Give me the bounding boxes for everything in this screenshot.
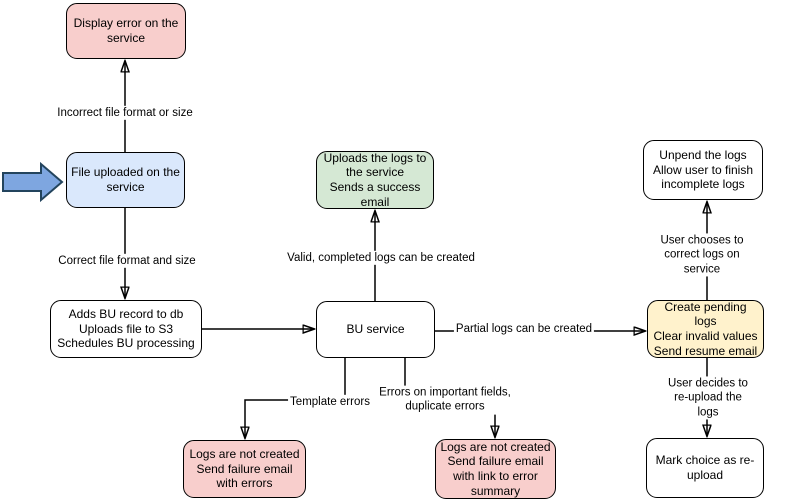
node-mark-reupload: Mark choice as re- upload <box>646 438 764 498</box>
node-bu-service: BU service <box>316 301 435 358</box>
node-success-email: Uploads the logs to the service Sends a … <box>316 151 434 209</box>
edge-label-template-errors: Template errors <box>288 394 372 410</box>
edge-label-user-reupload: User decides to re-upload the logs <box>661 376 755 420</box>
edge-label-correct-format: Correct file format and size <box>56 253 198 269</box>
node-file-uploaded: File uploaded on the service <box>66 152 185 208</box>
node-logs-not-created-errors: Logs are not created Send failure email … <box>183 440 306 498</box>
node-logs-not-created-summary: Logs are not created Send failure email … <box>435 439 556 499</box>
edge-label-incorrect-format: Incorrect file format or size <box>55 105 195 121</box>
node-adds-bu-record: Adds BU record to db Uploads file to S3 … <box>50 300 202 358</box>
edge-label-user-correct: User chooses to correct logs on service <box>652 233 752 277</box>
big-right-arrow-icon <box>2 161 64 203</box>
node-create-pending: Create pending logs Clear invalid values… <box>647 300 764 358</box>
edge-label-partial-logs: Partial logs can be created <box>453 321 595 337</box>
node-unpend-logs: Unpend the logs Allow user to finish inc… <box>643 140 763 200</box>
node-display-error: Display error on the service <box>66 3 186 59</box>
edge-label-valid-logs: Valid, completed logs can be created <box>285 250 477 266</box>
edge-label-important-errors: Errors on important fields, duplicate er… <box>377 385 513 415</box>
